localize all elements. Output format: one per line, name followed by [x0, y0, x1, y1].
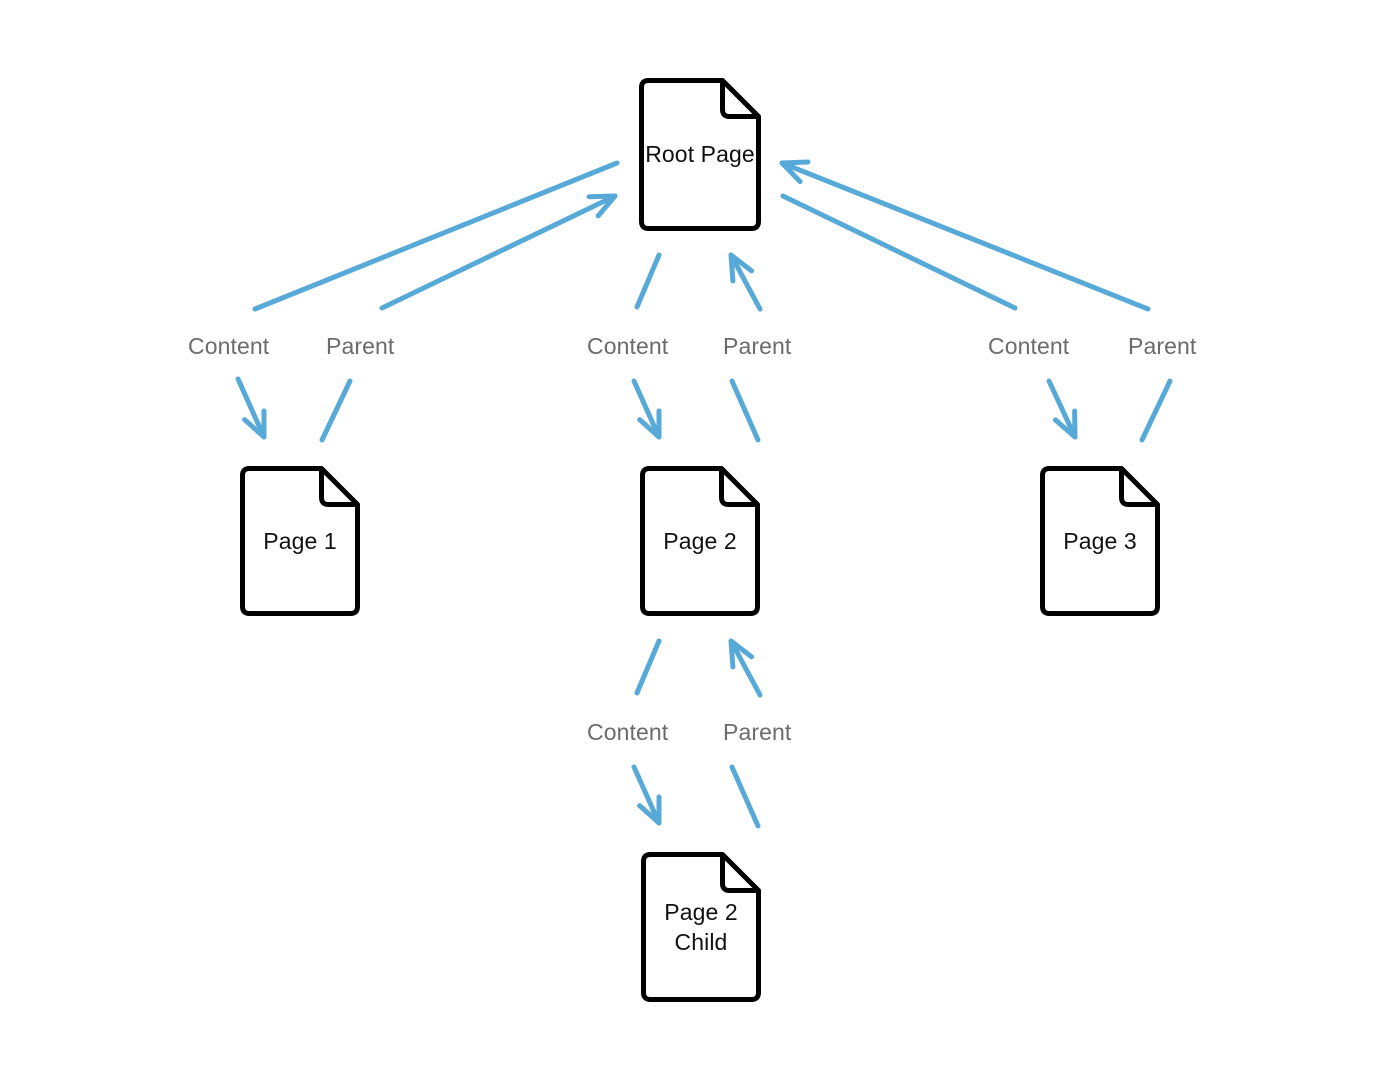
- doc-node-root[interactable]: Root Page: [639, 78, 761, 231]
- document-icon: [240, 466, 360, 616]
- edge-line: [252, 160, 620, 312]
- edge-content: [780, 193, 1078, 440]
- edge-label-l1-content: Content: [188, 333, 270, 359]
- edge-parent: [779, 159, 1173, 443]
- edge-line: [631, 764, 662, 826]
- edge-line: [728, 252, 763, 312]
- edge-arrowhead: [728, 252, 755, 284]
- edge-line: [779, 160, 1151, 312]
- edge-line: [729, 378, 761, 443]
- edge-label-l2-parent: Parent: [723, 333, 792, 359]
- edge-line: [631, 378, 662, 440]
- edge-parent: [728, 252, 763, 443]
- edge-line: [1046, 378, 1078, 440]
- document-icon: [640, 466, 760, 616]
- doc-node-label: Page 2: [663, 527, 737, 554]
- edge-label-l3-content: Content: [988, 333, 1070, 359]
- document-fold-icon: [719, 468, 758, 507]
- edge-arrowhead: [586, 193, 618, 219]
- edge-line: [1139, 378, 1173, 443]
- edge-line: [634, 638, 662, 696]
- edge-arrowhead: [779, 159, 811, 185]
- edge-content: [235, 160, 620, 440]
- edge-content: [631, 638, 662, 826]
- edge-label-l2-content: Content: [587, 333, 669, 359]
- document-icon: [641, 852, 761, 1002]
- document-fold-icon: [319, 468, 358, 507]
- doc-node-page2child[interactable]: Page 2 Child: [641, 852, 761, 1002]
- edge-arrowhead: [242, 408, 267, 440]
- edge-label-l3-parent: Parent: [1128, 333, 1197, 359]
- edge-arrowhead: [1052, 408, 1078, 440]
- doc-node-label: Page 3: [1063, 527, 1137, 554]
- edge-line: [728, 638, 763, 698]
- edge-arrowhead: [637, 408, 662, 440]
- edge-line: [634, 252, 662, 310]
- edge-line: [729, 764, 761, 829]
- edge-line: [235, 376, 267, 440]
- edge-label-l1-parent: Parent: [326, 333, 395, 359]
- edge-line: [319, 378, 353, 443]
- document-fold-icon: [1119, 468, 1158, 507]
- doc-node-page1[interactable]: Page 1: [240, 466, 360, 616]
- document-icon: [1040, 466, 1160, 616]
- edge-label-l4-content: Content: [587, 719, 669, 745]
- edge-parent: [728, 638, 763, 829]
- edge-parent: [319, 193, 618, 443]
- edge-line: [379, 193, 618, 311]
- edge-content: [631, 252, 662, 440]
- edge-arrowhead: [728, 638, 755, 670]
- doc-node-page2[interactable]: Page 2: [640, 466, 760, 616]
- edge-label-l4-parent: Parent: [723, 719, 792, 745]
- doc-node-label: Page 1: [263, 527, 337, 554]
- doc-node-page3[interactable]: Page 3: [1040, 466, 1160, 616]
- document-fold-icon: [720, 854, 759, 893]
- document-icon: [639, 78, 761, 231]
- edge-line: [780, 193, 1018, 311]
- edge-arrowhead: [637, 794, 662, 826]
- doc-node-label: Page 2 Child: [664, 898, 738, 955]
- doc-node-label: Root Page: [645, 141, 755, 168]
- document-fold-icon: [720, 80, 759, 119]
